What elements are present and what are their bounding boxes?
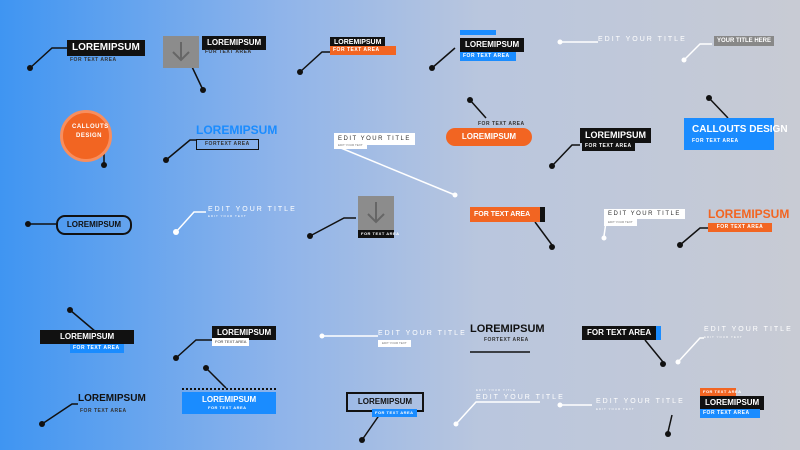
image-placeholder-2 <box>358 196 394 230</box>
callout-23-title: FOR TEXT AREA <box>582 326 662 340</box>
callout-19-title: LOREMIPSUM <box>40 330 135 344</box>
callout-26-title: LOREMIPSUM <box>202 395 257 404</box>
callout-26-rule <box>182 388 276 390</box>
callout-29-sub: EDIT YOUR TEXT <box>596 407 635 411</box>
callout-14-title: EDIT YOUR TITLE <box>208 206 297 213</box>
callout-circle <box>60 110 112 162</box>
callout-12-box <box>684 118 774 150</box>
callout-25-title: LOREMIPSUM <box>78 393 146 404</box>
callout-26-sub: FOR TEXT AREA <box>208 405 247 410</box>
callout-11-sub: FOR TEXT AREA <box>582 142 635 151</box>
callout-21-sub: EDIT YOUR TEXT <box>378 340 411 347</box>
callout-19-sub: FOR TEXT AREA <box>70 344 124 353</box>
callout-8-sub: FORTEXT AREA <box>196 139 259 150</box>
download-arrow-icon <box>367 202 385 224</box>
callout-30-sub: FOR TEXT AREA <box>700 409 760 418</box>
callout-30-top: FOR TEXT AREA <box>700 388 741 396</box>
callout-9-sub: EDIT YOUR TEXT <box>334 142 367 149</box>
callout-8-title: LOREMIPSUM <box>196 123 278 137</box>
callout-2-sub: FOR TEXT AREA <box>205 49 252 55</box>
callout-30-title: LOREMIPSUM <box>700 396 765 410</box>
callout-11-title: LOREMIPSUM <box>580 128 652 143</box>
image-placeholder-1 <box>163 36 199 68</box>
callout-4-accent <box>460 30 496 35</box>
callout-28-title: EDIT YOUR TITLE <box>476 394 565 401</box>
callout-4-sub: FOR TEXT AREA <box>460 52 516 61</box>
callout-circle-line2: DESIGN <box>76 133 103 139</box>
callout-1-sub: FOR TEXT AREA <box>70 57 117 63</box>
callout-22-title: LOREMIPSUM <box>470 323 545 335</box>
callout-18-title: LOREMIPSUM <box>708 207 790 221</box>
callout-16-title: FOR TEXT AREA <box>470 207 545 222</box>
callout-26-box <box>182 392 276 414</box>
callout-20-title: LOREMIPSUM <box>212 326 277 340</box>
download-arrow-icon <box>172 42 190 62</box>
callout-17-title: EDIT YOUR TITLE <box>604 209 685 219</box>
callout-4-title: LOREMIPSUM <box>460 38 525 52</box>
callout-circle-line1: CALLOUTS <box>72 124 109 130</box>
callout-6-title: YOUR TITLE HERE <box>714 36 775 46</box>
callout-1-title: LOREMIPSUM <box>67 40 145 56</box>
callout-5-title: EDIT YOUR TITLE <box>598 36 687 43</box>
callout-28-top: EDIT YOUR TITLE <box>476 388 517 392</box>
callout-20-sub: FOR TEXT AREA <box>212 338 250 346</box>
callout-2-title: LOREMIPSUM <box>202 36 267 50</box>
callout-12-sub: FOR TEXT AREA <box>692 138 739 144</box>
callout-13-title: LOREMIPSUM <box>56 215 132 235</box>
callout-25-sub: FOR TEXT AREA <box>80 408 127 414</box>
callout-10-top: FOR TEXT AREA <box>478 121 525 127</box>
callout-14-sub: EDIT YOUR TEXT <box>208 214 247 218</box>
callout-15-sub: FOR TEXT AREA <box>358 230 399 238</box>
callout-24-title: EDIT YOUR TITLE <box>704 326 793 333</box>
callout-21-title: EDIT YOUR TITLE <box>378 330 467 337</box>
callout-18-sub: FOR TEXT AREA <box>708 223 772 232</box>
callout-29-title: EDIT YOUR TITLE <box>596 398 685 405</box>
callout-22-sub: FORTEXT AREA <box>484 337 529 343</box>
callout-10-title: LOREMIPSUM <box>446 128 532 146</box>
callout-17-sub: EDIT YOUR TEXT <box>604 219 637 226</box>
callout-24-sub: EDIT YOUR TEXT <box>704 335 743 339</box>
callout-3-title: LOREMIPSUM <box>330 37 386 48</box>
callout-12-title: CALLOUTS DESIGN <box>692 124 788 135</box>
callout-27-sub: FOR TEXT AREA <box>372 409 417 417</box>
callout-3-sub: FOR TEXT AREA <box>330 46 396 55</box>
